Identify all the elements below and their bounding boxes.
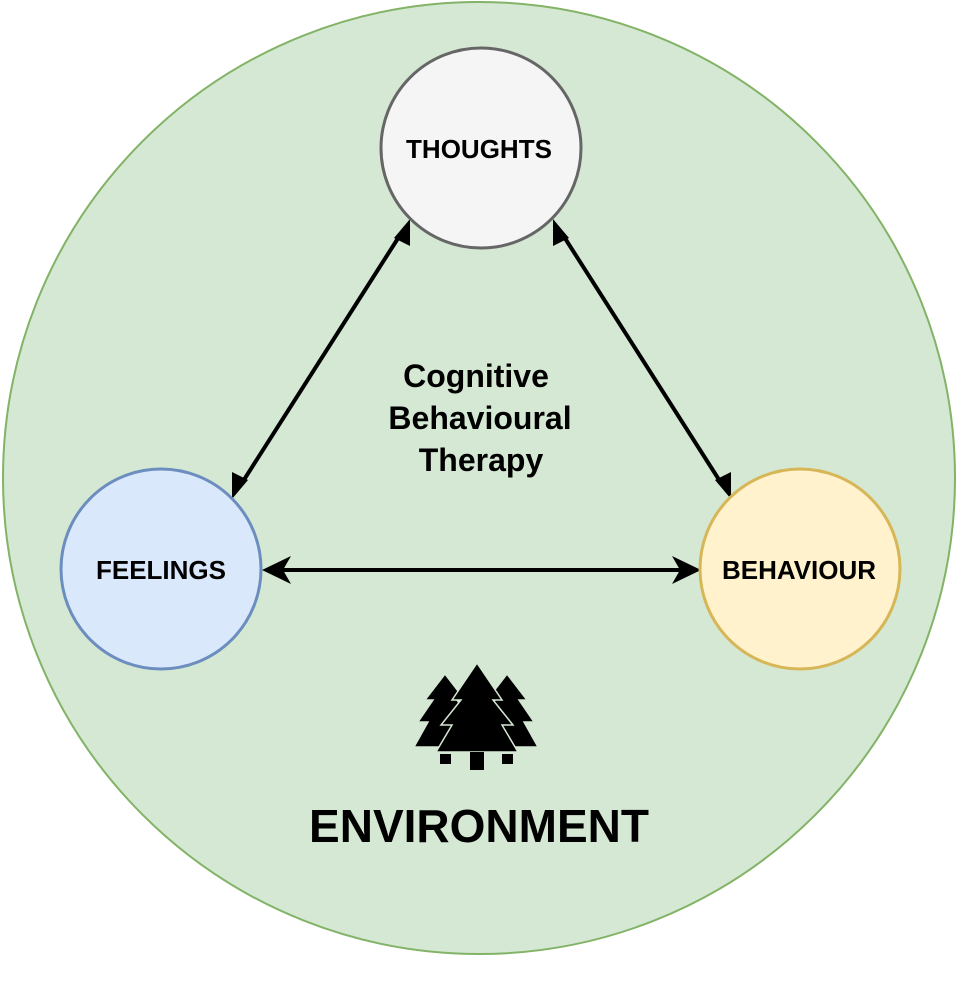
arrowhead-feelings-right (262, 556, 291, 584)
center-title: Cognitive Behavioural Therapy (388, 358, 571, 478)
thoughts-circle[interactable] (379, 46, 583, 250)
center-title-line-1: Cognitive (403, 358, 549, 394)
arrowhead-thoughts (394, 219, 410, 246)
edge-thoughts-feelings[interactable] (238, 230, 404, 488)
arrowhead-feelings (232, 472, 248, 499)
node-behaviour[interactable]: BEHAVIOUR (698, 467, 902, 671)
arrowhead-behaviour (715, 472, 731, 499)
thoughts-label: THOUGHTS (406, 134, 552, 164)
node-thoughts[interactable]: THOUGHTS (379, 46, 583, 250)
environment-circle[interactable] (2, 1, 956, 955)
behaviour-label: BEHAVIOUR (722, 555, 876, 585)
trees-icon (412, 661, 540, 770)
center-title-line-2: Behavioural (388, 400, 571, 436)
edge-thoughts-behaviour[interactable] (559, 230, 725, 488)
node-feelings[interactable]: FEELINGS (59, 467, 263, 671)
feelings-circle[interactable] (59, 467, 263, 671)
arrowhead-thoughts-right (553, 219, 569, 246)
behaviour-circle[interactable] (698, 467, 902, 671)
feelings-label: FEELINGS (96, 555, 226, 585)
edges (232, 219, 731, 584)
environment-label: ENVIRONMENT (309, 800, 649, 852)
arrowhead-behaviour-left (672, 556, 701, 584)
center-title-line-3: Therapy (419, 442, 544, 478)
